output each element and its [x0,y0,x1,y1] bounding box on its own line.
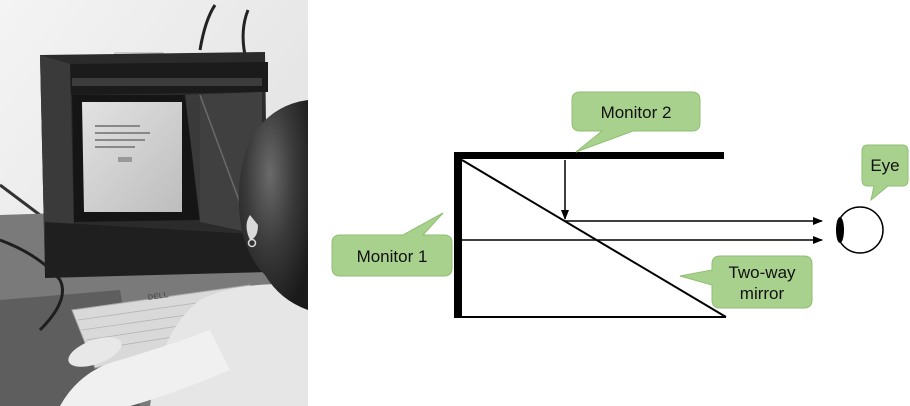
keyboard-brand: DELL [147,290,169,302]
screen-button [118,157,132,162]
apparatus-photo: DELL [0,0,308,406]
vent-strip [72,78,262,86]
cable [0,238,64,332]
callout-two-way-mirror: Two-way mirror [679,255,813,309]
two-way-mirror-label-line2: mirror [740,284,785,303]
two-way-mirror-line [461,159,727,318]
screen-text [95,146,135,148]
callout-eye: Eye [861,144,909,202]
monitor-2-bar [455,152,724,159]
monitor-1-bar [454,152,462,318]
monitor-2-label: Monitor 2 [601,103,672,122]
person-arm [60,330,230,406]
schematic-diagram: Monitor 2 Monitor 1 Eye Two-way mirror [331,91,909,318]
two-way-mirror-label-line1: Two-way [728,263,796,282]
screen-text [95,125,140,127]
callout-monitor-2: Monitor 2 [571,91,701,153]
callout-monitor-1: Monitor 1 [331,212,453,277]
screen-text [95,139,145,141]
earring [247,238,257,248]
cable [198,4,217,51]
eye-label: Eye [870,156,899,175]
housing-base [45,222,268,278]
cable [241,9,250,56]
cable [0,183,41,217]
screen-text [95,132,150,134]
hand [68,337,122,367]
person-ear [246,215,258,240]
eye-pupil [836,217,844,243]
monitor-1-label: Monitor 1 [357,247,428,266]
person-hair [238,100,308,310]
housing-side [40,55,75,275]
